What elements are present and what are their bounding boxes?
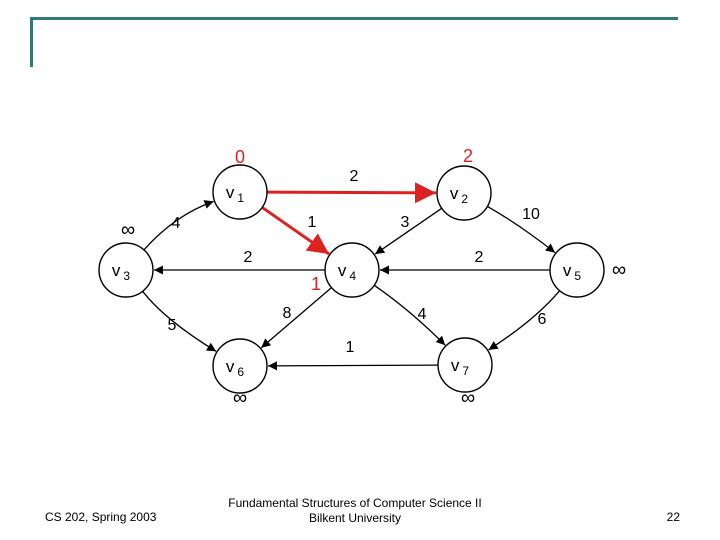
edge-v4-v6: [260, 287, 332, 349]
footer-page-number: 22: [666, 510, 680, 524]
edge-v5-v7: [488, 290, 561, 351]
node-circle-v3: [98, 242, 154, 298]
node-name: v: [451, 356, 460, 375]
edge-weight-v5-v4: 2: [475, 249, 484, 266]
footer-course: CS 202, Spring 2003: [45, 510, 157, 524]
footer-title-line1: Fundamental Structures of Computer Scien…: [228, 496, 482, 510]
node-subscript: 3: [123, 269, 130, 283]
slide-frame-top-bar: [30, 17, 678, 20]
node-name: v: [338, 261, 347, 280]
node-subscript: 7: [462, 364, 469, 378]
node-name: v: [226, 183, 235, 202]
distance-label-v5: ∞: [612, 259, 626, 281]
distance-label-v1: 0: [235, 147, 245, 167]
edge-weight-v4-v6: 8: [283, 305, 292, 322]
edge-v2-v5: [487, 205, 556, 254]
node-subscript: 6: [237, 365, 244, 379]
distance-label-v7: ∞: [461, 387, 475, 409]
node-circle-v4: [324, 242, 380, 298]
node-circle-v2: [436, 165, 492, 221]
edge-v3-v6: [142, 290, 217, 352]
node-circle-v7: [437, 337, 493, 393]
node-subscript: 4: [349, 269, 356, 283]
edge-weight-v4-v3: 2: [244, 249, 253, 266]
edge-weight-v2-v5: 10: [522, 206, 540, 223]
edge-weight-v1-v2: 2: [350, 168, 359, 185]
node-circle-v5: [549, 242, 605, 298]
edge-v4-v7: [373, 284, 446, 346]
edge-weight-v5-v7: 6: [538, 311, 547, 328]
node-subscript: 5: [574, 269, 581, 283]
node-circle-v1: [212, 164, 268, 220]
edge-weight-v4-v7: 4: [418, 306, 427, 323]
distance-label-v4: 1: [311, 274, 321, 294]
edge-v1-v4: [261, 206, 330, 256]
edge-weight-v3-v6: 5: [168, 317, 177, 334]
footer-title-line2: Bilkent University: [308, 511, 402, 525]
edge-v1-v2: [266, 182, 437, 204]
distance-label-v6: ∞: [233, 387, 247, 409]
distance-label-v3: ∞: [121, 219, 135, 241]
node-name: v: [112, 261, 121, 280]
node-name: v: [563, 261, 572, 280]
edges-layer: [142, 182, 561, 371]
edge-weight-v1-v4: 1: [308, 214, 317, 231]
node-name: v: [226, 357, 235, 376]
edge-weight-v3-v1: 4: [172, 215, 181, 232]
node-name: v: [450, 184, 459, 203]
node-subscript: 2: [461, 192, 468, 206]
node-circle-v6: [212, 338, 268, 394]
footer-title: Fundamental Structures of Computer Scien…: [200, 496, 510, 526]
slide-frame-left-bar: [30, 17, 33, 67]
edge-weight-v7-v6: 1: [346, 339, 355, 356]
edge-weight-v2-v4: 3: [401, 214, 410, 231]
edge-v3-v1: [143, 200, 214, 251]
edge-v2-v4: [374, 207, 443, 255]
edge-v7-v6: [267, 361, 439, 371]
node-subscript: 1: [237, 191, 244, 205]
labels-layer: 2 1 4 3 10 2 2 5 8 4 1 6 0 2 ∞ 1 ∞ ∞ ∞: [121, 146, 626, 409]
distance-label-v2: 2: [463, 146, 473, 166]
